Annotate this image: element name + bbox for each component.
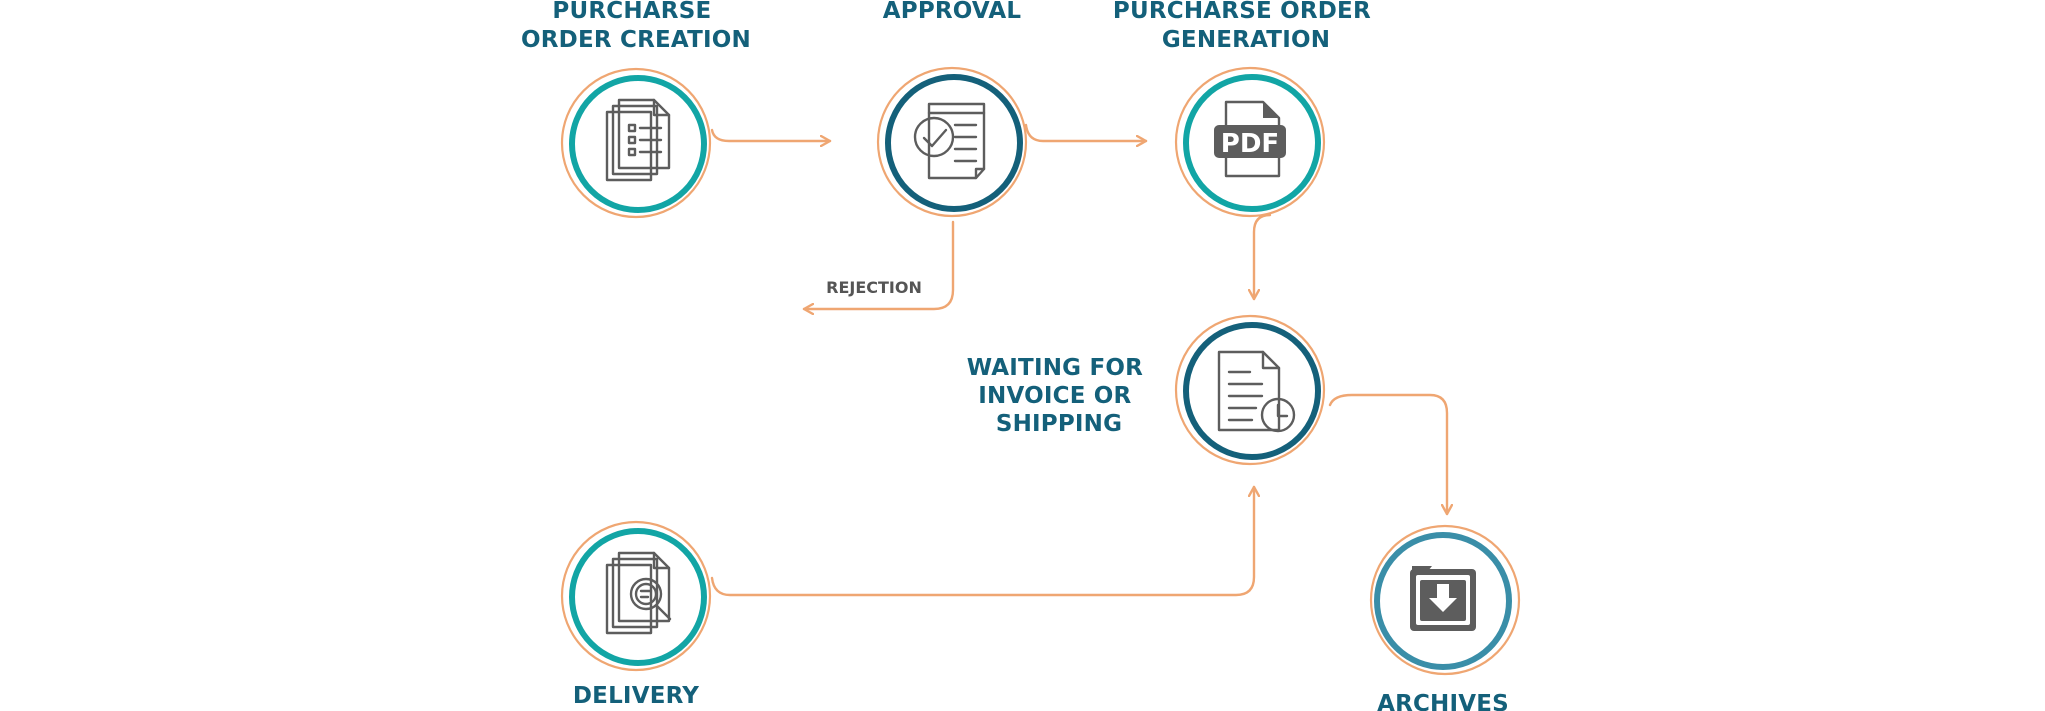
node-po-creation-outer-ring [560, 67, 712, 219]
node-delivery-label: DELIVERY [573, 683, 699, 709]
node-po-generation-label-line-2: GENERATION [1162, 27, 1330, 53]
node-po-creation-label-line-1: PURCHARSE [552, 0, 711, 24]
node-po-generation-outer-ring [1174, 66, 1326, 218]
rejection-label: REJECTION [826, 278, 922, 297]
node-po-creation: PURCHARSE ORDER CREATION [521, 0, 751, 219]
node-waiting: WAITING FOR INVOICE OR SHIPPING [967, 314, 1326, 466]
pdf-file-icon: PDF [1214, 100, 1286, 178]
node-waiting-label-line-3: SHIPPING [996, 411, 1122, 437]
connector-waiting-to-archives [1328, 393, 1447, 516]
document-clock-icon [1217, 350, 1296, 433]
node-po-creation-label-line-2: ORDER CREATION [521, 27, 751, 53]
connector-delivery-to-waiting [710, 485, 1254, 597]
node-waiting-label-line-1: WAITING FOR [967, 355, 1143, 381]
node-approval-outer-ring [876, 66, 1028, 218]
node-archives-label-line-1: ARCHIVES [1377, 691, 1509, 711]
document-search-icon [605, 551, 672, 635]
node-waiting-outer-ring [1174, 314, 1326, 466]
node-approval-label-line-1: APPROVAL [883, 0, 1022, 24]
connector-generation-to-waiting [1254, 213, 1272, 301]
checklist-documents-icon [605, 98, 671, 182]
node-po-generation-label-line-1: PURCHARSE ORDER [1113, 0, 1371, 24]
archive-download-icon [1410, 566, 1476, 631]
node-delivery-outer-ring [560, 520, 712, 672]
node-delivery-label-line-1: DELIVERY [573, 683, 699, 709]
node-approval: APPROVAL [876, 0, 1028, 218]
node-approval-label: APPROVAL [883, 0, 1022, 24]
node-po-creation-ring [569, 75, 707, 213]
node-waiting-label: WAITING FOR INVOICE OR SHIPPING [967, 355, 1151, 437]
pdf-icon-text: PDF [1221, 129, 1279, 159]
connectors [710, 123, 1447, 597]
node-archives-label: ARCHIVES [1377, 691, 1509, 711]
connector-creation-to-approval [710, 128, 832, 141]
node-delivery: DELIVERY [560, 520, 712, 709]
document-check-icon [913, 102, 986, 180]
node-waiting-label-line-2: INVOICE OR [978, 383, 1131, 409]
node-archives: ARCHIVES [1369, 524, 1521, 711]
connector-approval-rejection [802, 220, 955, 309]
node-po-generation-label: PURCHARSE ORDER GENERATION [1113, 0, 1379, 53]
node-po-generation: PDF PURCHARSE ORDER GENERATION [1113, 0, 1379, 218]
node-approval-ring [885, 74, 1023, 212]
node-delivery-ring [569, 528, 707, 666]
node-archives-outer-ring [1369, 524, 1521, 676]
node-po-creation-label: PURCHARSE ORDER CREATION [521, 0, 751, 53]
connector-approval-to-generation [1024, 123, 1148, 141]
node-waiting-ring [1183, 322, 1321, 460]
